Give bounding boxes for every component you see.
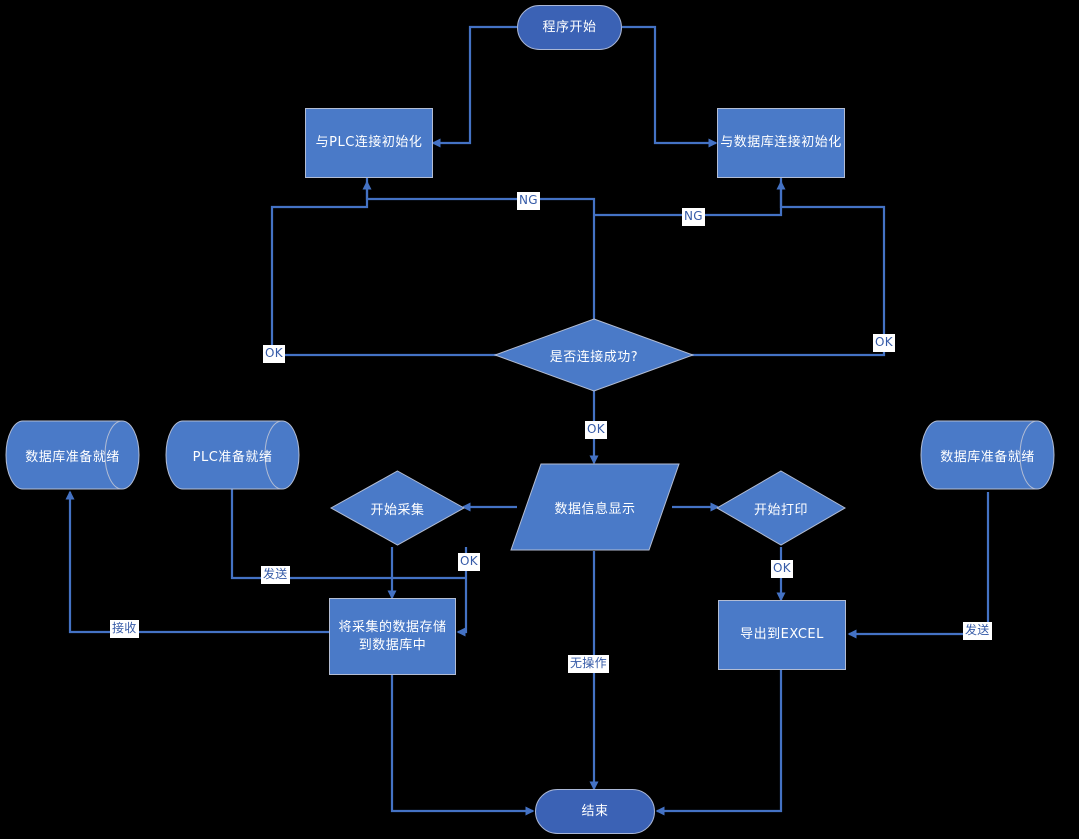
edge-init-plc-to-decision [270, 178, 521, 360]
node-end[interactable]: 结束 [535, 789, 655, 834]
node-db-ready-left[interactable]: 数据库准备就绪 [5, 420, 140, 490]
node-db-ready-right[interactable]: 数据库准备就绪 [920, 420, 1055, 490]
node-init-plc[interactable]: 与PLC连接初始化 [305, 108, 433, 178]
node-init-db-label: 与数据库连接初始化 [720, 135, 842, 151]
node-data-show-label: 数据信息显示 [554, 501, 636, 517]
diamond-shape [716, 470, 846, 546]
node-start[interactable]: 程序开始 [517, 5, 622, 50]
edge-label-ok-collect: OK [458, 553, 480, 571]
node-start-collect-label: 开始采集 [370, 502, 425, 518]
edge-label-no-operation: 无操作 [568, 655, 609, 673]
node-export-excel[interactable]: 导出到EXCEL [718, 600, 846, 670]
node-start-collect[interactable]: 开始采集 [329, 470, 466, 546]
node-store-db[interactable]: 将采集的数据存储到数据库中 [329, 598, 456, 675]
edge-label-ok-right: OK [873, 334, 895, 352]
edge-label-ok-print: OK [771, 560, 793, 578]
edge-ng-to-init-plc [362, 180, 596, 330]
edge-label-send-left: 发送 [261, 566, 290, 584]
node-plc-ready-label: PLC准备就绪 [192, 449, 273, 465]
node-store-db-label: 将采集的数据存储到数据库中 [338, 619, 447, 653]
node-init-plc-label: 与PLC连接初始化 [315, 135, 423, 151]
edge-ok-collect-to-store-db [456, 547, 468, 637]
diamond-shape [329, 470, 466, 546]
edge-db-ready-right-to-export [847, 492, 990, 639]
cylinder-shape [165, 420, 300, 490]
edge-store-db-to-end [390, 675, 535, 816]
edge-start-to-init-db [622, 25, 718, 148]
edge-label-ok-down: OK [585, 421, 607, 439]
node-data-show[interactable]: 数据信息显示 [510, 463, 680, 551]
node-start-print[interactable]: 开始打印 [716, 470, 846, 546]
edge-plc-ready-send [230, 489, 466, 580]
edge-label-send-right: 发送 [963, 622, 992, 640]
cylinder-shape [920, 420, 1055, 490]
node-db-ready-right-label: 数据库准备就绪 [940, 449, 1035, 465]
node-start-print-label: 开始打印 [753, 502, 808, 518]
edge-ng-to-init-db [594, 180, 786, 217]
diamond-shape [493, 318, 695, 392]
edge-label-ng-left: NG [517, 192, 540, 210]
edge-export-to-end [655, 670, 783, 816]
edge-start-to-init-plc [431, 25, 517, 148]
node-end-label: 结束 [581, 803, 609, 819]
edge-store-db-to-db-ready-left [65, 490, 329, 634]
node-connection-decision[interactable]: 是否连接成功? [493, 318, 695, 392]
node-export-excel-label: 导出到EXCEL [740, 627, 824, 643]
edge-label-receive: 接收 [110, 620, 139, 638]
edge-label-ok-left: OK [263, 345, 285, 363]
parallelogram-shape [510, 463, 680, 551]
node-plc-ready[interactable]: PLC准备就绪 [165, 420, 300, 490]
edge-init-db-to-decision [668, 178, 886, 360]
node-start-label: 程序开始 [542, 19, 597, 35]
node-init-db[interactable]: 与数据库连接初始化 [717, 108, 845, 178]
node-db-ready-left-label: 数据库准备就绪 [25, 449, 120, 465]
cylinder-shape [5, 420, 140, 490]
node-connection-decision-label: 是否连接成功? [549, 349, 639, 365]
edge-label-ng-right: NG [682, 208, 705, 226]
